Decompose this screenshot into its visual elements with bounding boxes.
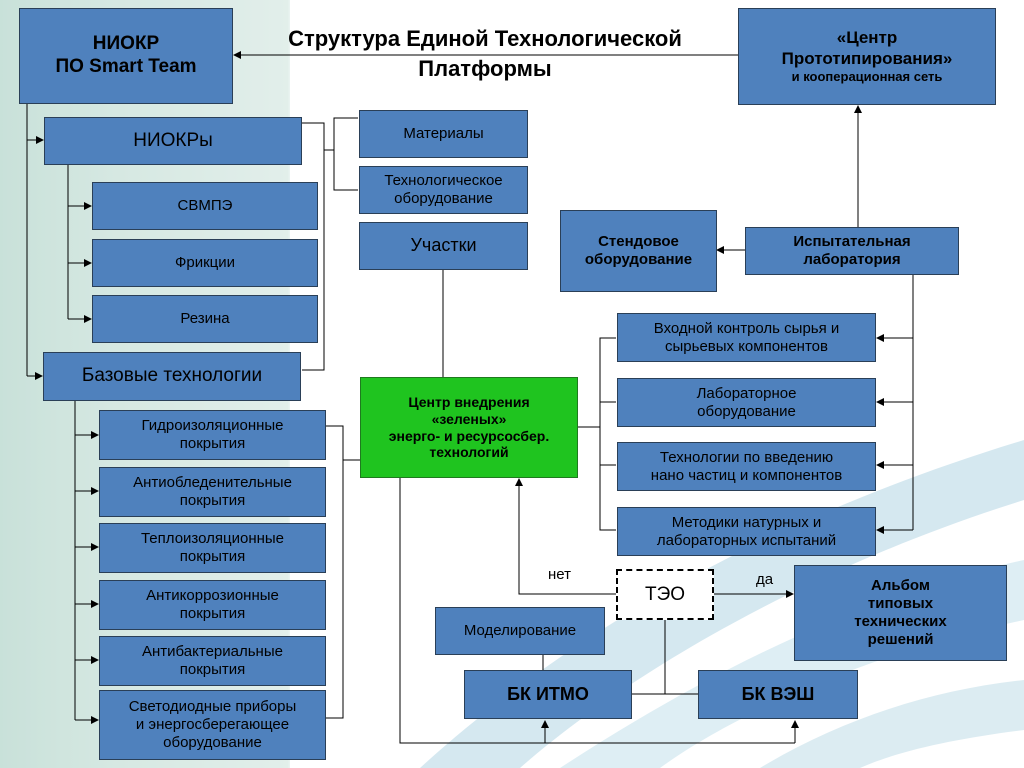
lab-item-box-1: Входной контроль сырья и сырьевых компон… <box>617 313 876 362</box>
sites-label: Участки <box>410 235 477 256</box>
green-line-4: технологий <box>429 444 509 461</box>
coating-5-line-2: покрытия <box>179 661 246 678</box>
title-line-1: Структура Единой Технологической <box>288 26 682 51</box>
lab-item-4-line-2: лабораторных испытаний <box>656 531 837 549</box>
modeling-box: Моделирование <box>435 607 605 655</box>
stand-line-2: оборудование <box>584 251 693 268</box>
album-line-4: решений <box>867 631 934 648</box>
tech-equipment-line-2: оборудование <box>394 190 493 207</box>
teo-box: ТЭО <box>616 569 714 620</box>
tech-equipment-box: Технологическое оборудование <box>359 166 528 214</box>
coating-5-line-1: Антибактериальные <box>142 643 283 660</box>
stand-line-1: Стендовое <box>598 233 679 250</box>
bk-itmo-box: БК ИТМО <box>464 670 632 719</box>
teo-label: ТЭО <box>644 583 686 605</box>
svmpe-label: СВМПЭ <box>177 197 233 214</box>
coating-2-line-2: покрытия <box>179 492 246 509</box>
svmpe-box: СВМПЭ <box>92 182 318 230</box>
title-line-2: Платформы <box>418 55 552 81</box>
modeling-label: Моделирование <box>463 622 577 639</box>
green-line-3: энерго- и ресурсосбер. <box>388 427 550 444</box>
coating-box-3: Теплоизоляционные покрытия <box>99 523 326 573</box>
materials-box: Материалы <box>359 110 528 158</box>
friction-box: Фрикции <box>92 239 318 287</box>
friction-label: Фрикции <box>174 254 236 271</box>
album-line-3: технических <box>854 613 947 630</box>
proto-line-1: «Центр <box>836 28 898 48</box>
coating-6-line-1: Светодиодные приборы <box>128 698 297 715</box>
bk-itmo-label: БК ИТМО <box>507 683 589 704</box>
center-prototyping-box: «Центр Прототипирования» и кооперационна… <box>738 8 996 105</box>
rubber-box: Резина <box>92 295 318 343</box>
tech-equipment-line-1: Технологическое <box>384 172 503 189</box>
no-label: нет <box>548 566 571 583</box>
page-title: Структура Единой Технологической Платфор… <box>250 24 720 83</box>
coating-1-line-1: Гидроизоляционные <box>141 417 284 434</box>
lab-item-4-line-1: Методики натурных и <box>671 513 822 531</box>
lab-item-1-line-1: Входной контроль сырья и <box>653 319 840 337</box>
coating-1-line-2: покрытия <box>179 435 246 452</box>
coating-box-6: Светодиодные приборы и энергосберегающее… <box>99 690 326 760</box>
coating-box-5: Антибактериальные покрытия <box>99 636 326 686</box>
coating-6-line-2: и энергосберегающее <box>135 716 290 733</box>
lab-item-box-2: Лабораторное оборудование <box>617 378 876 427</box>
stand-equipment-box: Стендовое оборудование <box>560 210 717 292</box>
base-tech-label: Базовые технологии <box>81 365 263 387</box>
niokry-box: НИОКРы <box>44 117 302 165</box>
coating-4-line-2: покрытия <box>179 605 246 622</box>
lab-item-3-line-1: Технологии по введению <box>659 448 834 466</box>
test-lab-box: Испытательная лаборатория <box>745 227 959 275</box>
green-line-2: «зеленых» <box>431 410 507 427</box>
base-tech-box: Базовые технологии <box>43 352 301 401</box>
bk-vesh-label: БК ВЭШ <box>741 683 815 704</box>
lab-item-1-line-2: сырьевых компонентов <box>665 337 828 355</box>
coating-3-line-2: покрытия <box>179 548 246 565</box>
niokr-line-2: ПО Smart Team <box>55 56 197 77</box>
bk-vesh-box: БК ВЭШ <box>698 670 858 719</box>
sites-box: Участки <box>359 222 528 270</box>
coating-box-1: Гидроизоляционные покрытия <box>99 410 326 460</box>
album-box: Альбом типовых технических решений <box>794 565 1007 661</box>
niokr-smart-team-box: НИОКР ПО Smart Team <box>19 8 233 104</box>
lab-item-box-3: Технологии по введению нано частиц и ком… <box>617 442 876 491</box>
test-lab-line-1: Испытательная <box>793 233 911 250</box>
niokry-label: НИОКРы <box>133 129 213 151</box>
rubber-label: Резина <box>180 310 230 327</box>
album-line-2: типовых <box>867 595 934 612</box>
green-line-1: Центр внедрения <box>408 393 530 410</box>
coating-box-4: Антикоррозионные покрытия <box>99 580 326 630</box>
album-line-1: Альбом <box>871 577 930 594</box>
coating-box-2: Антиобледенительные покрытия <box>99 467 326 517</box>
green-center-box: Центр внедрения «зеленых» энерго- и ресу… <box>360 377 578 478</box>
coating-4-line-1: Антикоррозионные <box>146 587 279 604</box>
yes-label: да <box>756 571 774 588</box>
coating-6-line-3: оборудование <box>163 734 262 751</box>
materials-label: Материалы <box>403 125 484 142</box>
coating-3-line-1: Теплоизоляционные <box>140 530 285 547</box>
arrow-teo-no <box>515 478 616 595</box>
proto-line-2: Прототипирования» <box>781 48 953 68</box>
proto-line-3: и кооперационная сеть <box>791 69 943 85</box>
coating-2-line-1: Антиобледенительные <box>133 474 292 491</box>
lab-item-2-line-1: Лабораторное <box>696 384 797 402</box>
lab-item-2-line-2: оборудование <box>697 402 796 420</box>
lab-item-box-4: Методики натурных и лабораторных испытан… <box>617 507 876 556</box>
niokr-line-1: НИОКР <box>92 33 160 55</box>
lab-item-3-line-2: нано частиц и компонентов <box>650 466 843 484</box>
test-lab-line-2: лаборатория <box>803 251 901 268</box>
